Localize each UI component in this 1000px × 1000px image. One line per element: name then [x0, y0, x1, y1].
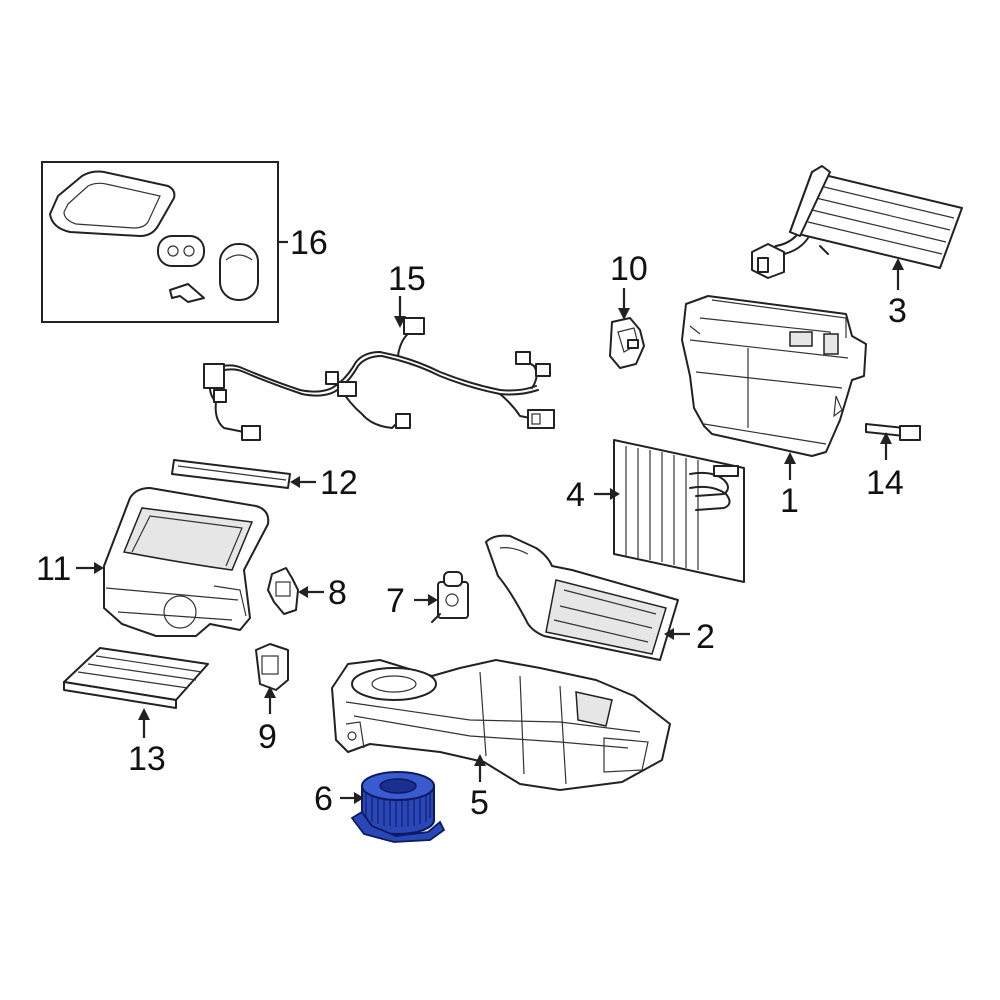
- part-14-temperature-sensor[interactable]: [865, 423, 921, 441]
- part-13-cabin-filter[interactable]: [63, 647, 209, 709]
- part-15-wiring-harness[interactable]: [203, 317, 555, 441]
- callout-2: 2: [696, 618, 715, 656]
- callout-15: 15: [388, 260, 426, 298]
- callout-12: 12: [320, 464, 358, 502]
- callout-10: 10: [610, 250, 648, 288]
- part-10-actuator[interactable]: [609, 317, 645, 369]
- part-8-mode-actuator[interactable]: [267, 567, 299, 615]
- part-5-hvac-lower-case[interactable]: [331, 659, 671, 791]
- part-7-expansion-valve[interactable]: [431, 571, 469, 623]
- callout-1: 1: [780, 482, 799, 520]
- part-3-heater-core[interactable]: [751, 165, 963, 279]
- callout-11: 11: [36, 550, 71, 588]
- callout-4: 4: [566, 476, 585, 514]
- callout-7: 7: [386, 582, 405, 620]
- part-16-seal-kit[interactable]: [41, 161, 279, 323]
- part-1-hvac-case[interactable]: [681, 295, 867, 457]
- callout-6: 6: [314, 780, 333, 818]
- callout-13: 13: [128, 740, 166, 778]
- callout-9: 9: [258, 718, 277, 756]
- part-12-seal-strip[interactable]: [171, 459, 291, 489]
- callout-5: 5: [470, 784, 489, 822]
- callout-16: 16: [290, 224, 328, 262]
- part-11-blower-housing[interactable]: [103, 487, 270, 637]
- part-2-lower-case[interactable]: [485, 534, 679, 661]
- part-6-blower-motor[interactable]: [350, 771, 446, 843]
- part-4-evaporator-core[interactable]: [613, 439, 745, 583]
- part-9-recirc-actuator[interactable]: [255, 643, 289, 691]
- callout-8: 8: [328, 574, 347, 612]
- callout-14: 14: [866, 464, 904, 502]
- callout-3: 3: [888, 292, 907, 330]
